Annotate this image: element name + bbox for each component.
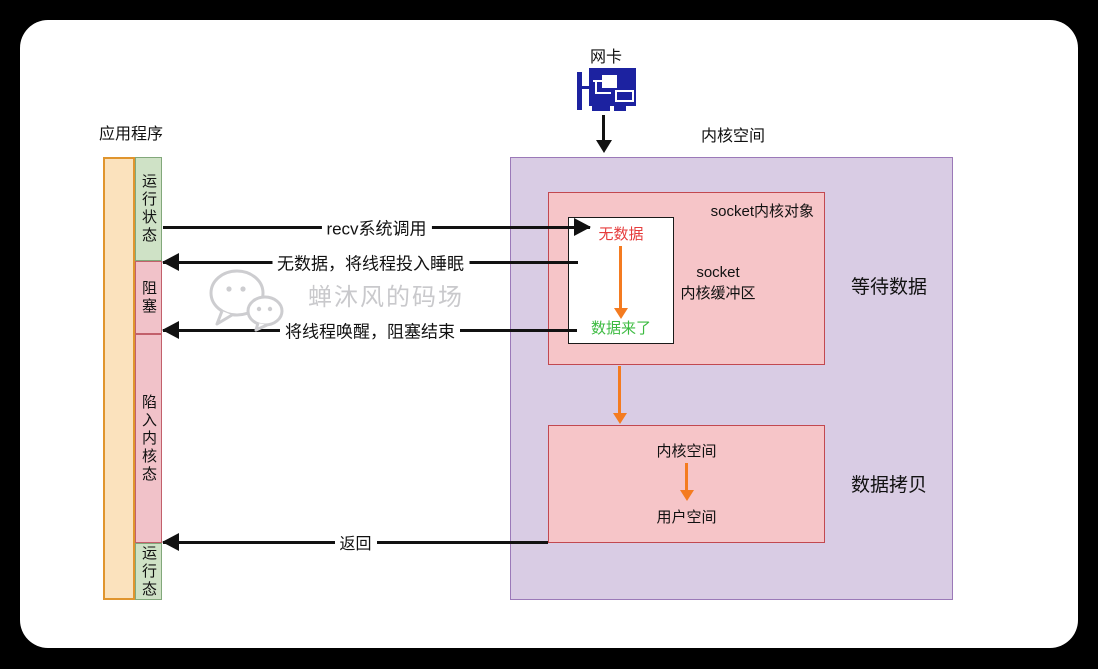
return-arrow: 返回 bbox=[162, 530, 548, 554]
waiting-data-label: 等待数据 bbox=[851, 277, 928, 298]
data-copy-box: 内核空间 用户空间 bbox=[548, 425, 825, 543]
recv-syscall-label: recv系统调用 bbox=[321, 214, 432, 240]
thread-wake-label: 将线程唤醒，阻塞结束 bbox=[280, 317, 460, 343]
state-segment-label: 阻塞 bbox=[140, 279, 157, 316]
nic-to-kernel-arrow bbox=[595, 115, 612, 153]
data-arrived-label: 数据来了 bbox=[590, 320, 651, 337]
application-title: 应用程序 bbox=[99, 126, 164, 143]
data-copy-label: 数据拷贝 bbox=[851, 475, 928, 496]
socket-buffer-label: socket 内核缓冲区 bbox=[658, 262, 778, 304]
socket-buffer-box: 无数据 数据来了 bbox=[568, 217, 674, 344]
state-segment-label: 运行态 bbox=[140, 544, 157, 599]
watermark-text: 蝉沐风的码场 bbox=[308, 284, 464, 311]
copy-from-label: 内核空间 bbox=[656, 443, 717, 460]
copy-to-label: 用户空间 bbox=[656, 509, 717, 526]
nic-label: 网卡 bbox=[589, 49, 622, 66]
kernel-to-user-arrow bbox=[679, 463, 694, 501]
diagram-card: 网卡 内核空间 应用程序 运行状态 阻塞 陷入内核态 运行态 socket内核对… bbox=[20, 20, 1078, 648]
state-segment-kernel-trap: 陷入内核态 bbox=[135, 334, 162, 543]
socket-kernel-object-label: socket内核对象 bbox=[710, 203, 814, 220]
arrowhead-down-icon bbox=[612, 413, 627, 424]
no-data-label: 无数据 bbox=[598, 226, 644, 243]
socket-buffer-label-line2: 内核缓冲区 bbox=[680, 285, 756, 302]
state-segment-running: 运行状态 bbox=[135, 157, 162, 261]
state-segment-label: 运行状态 bbox=[140, 173, 157, 245]
thread-wake-arrow: 将线程唤醒，阻塞结束 bbox=[162, 317, 577, 343]
arrowhead-left-icon bbox=[162, 321, 179, 339]
recv-syscall-arrow: recv系统调用 bbox=[163, 214, 591, 240]
kernel-space-title: 内核空间 bbox=[700, 128, 765, 145]
state-segment-running-final: 运行态 bbox=[135, 543, 162, 600]
wechat-icon bbox=[209, 269, 284, 332]
arrowhead-down-icon bbox=[613, 308, 628, 319]
arrowhead-right-icon bbox=[574, 218, 591, 236]
socket-to-copy-arrow bbox=[612, 366, 627, 424]
socket-buffer-label-line1: socket bbox=[696, 264, 740, 281]
network-card-icon bbox=[577, 68, 636, 111]
thread-sleep-label: 无数据，将线程投入睡眠 bbox=[272, 249, 469, 275]
buffer-fill-arrow bbox=[613, 246, 628, 319]
arrowhead-down-icon bbox=[595, 140, 612, 153]
arrowhead-down-icon bbox=[679, 490, 694, 501]
return-label: 返回 bbox=[334, 530, 377, 554]
app-thread-bar bbox=[103, 157, 135, 600]
arrowhead-left-icon bbox=[162, 533, 179, 551]
arrowhead-left-icon bbox=[162, 253, 179, 271]
thread-sleep-arrow: 无数据，将线程投入睡眠 bbox=[162, 249, 578, 275]
state-segment-blocked: 阻塞 bbox=[135, 261, 162, 334]
state-segment-label: 陷入内核态 bbox=[140, 393, 157, 484]
